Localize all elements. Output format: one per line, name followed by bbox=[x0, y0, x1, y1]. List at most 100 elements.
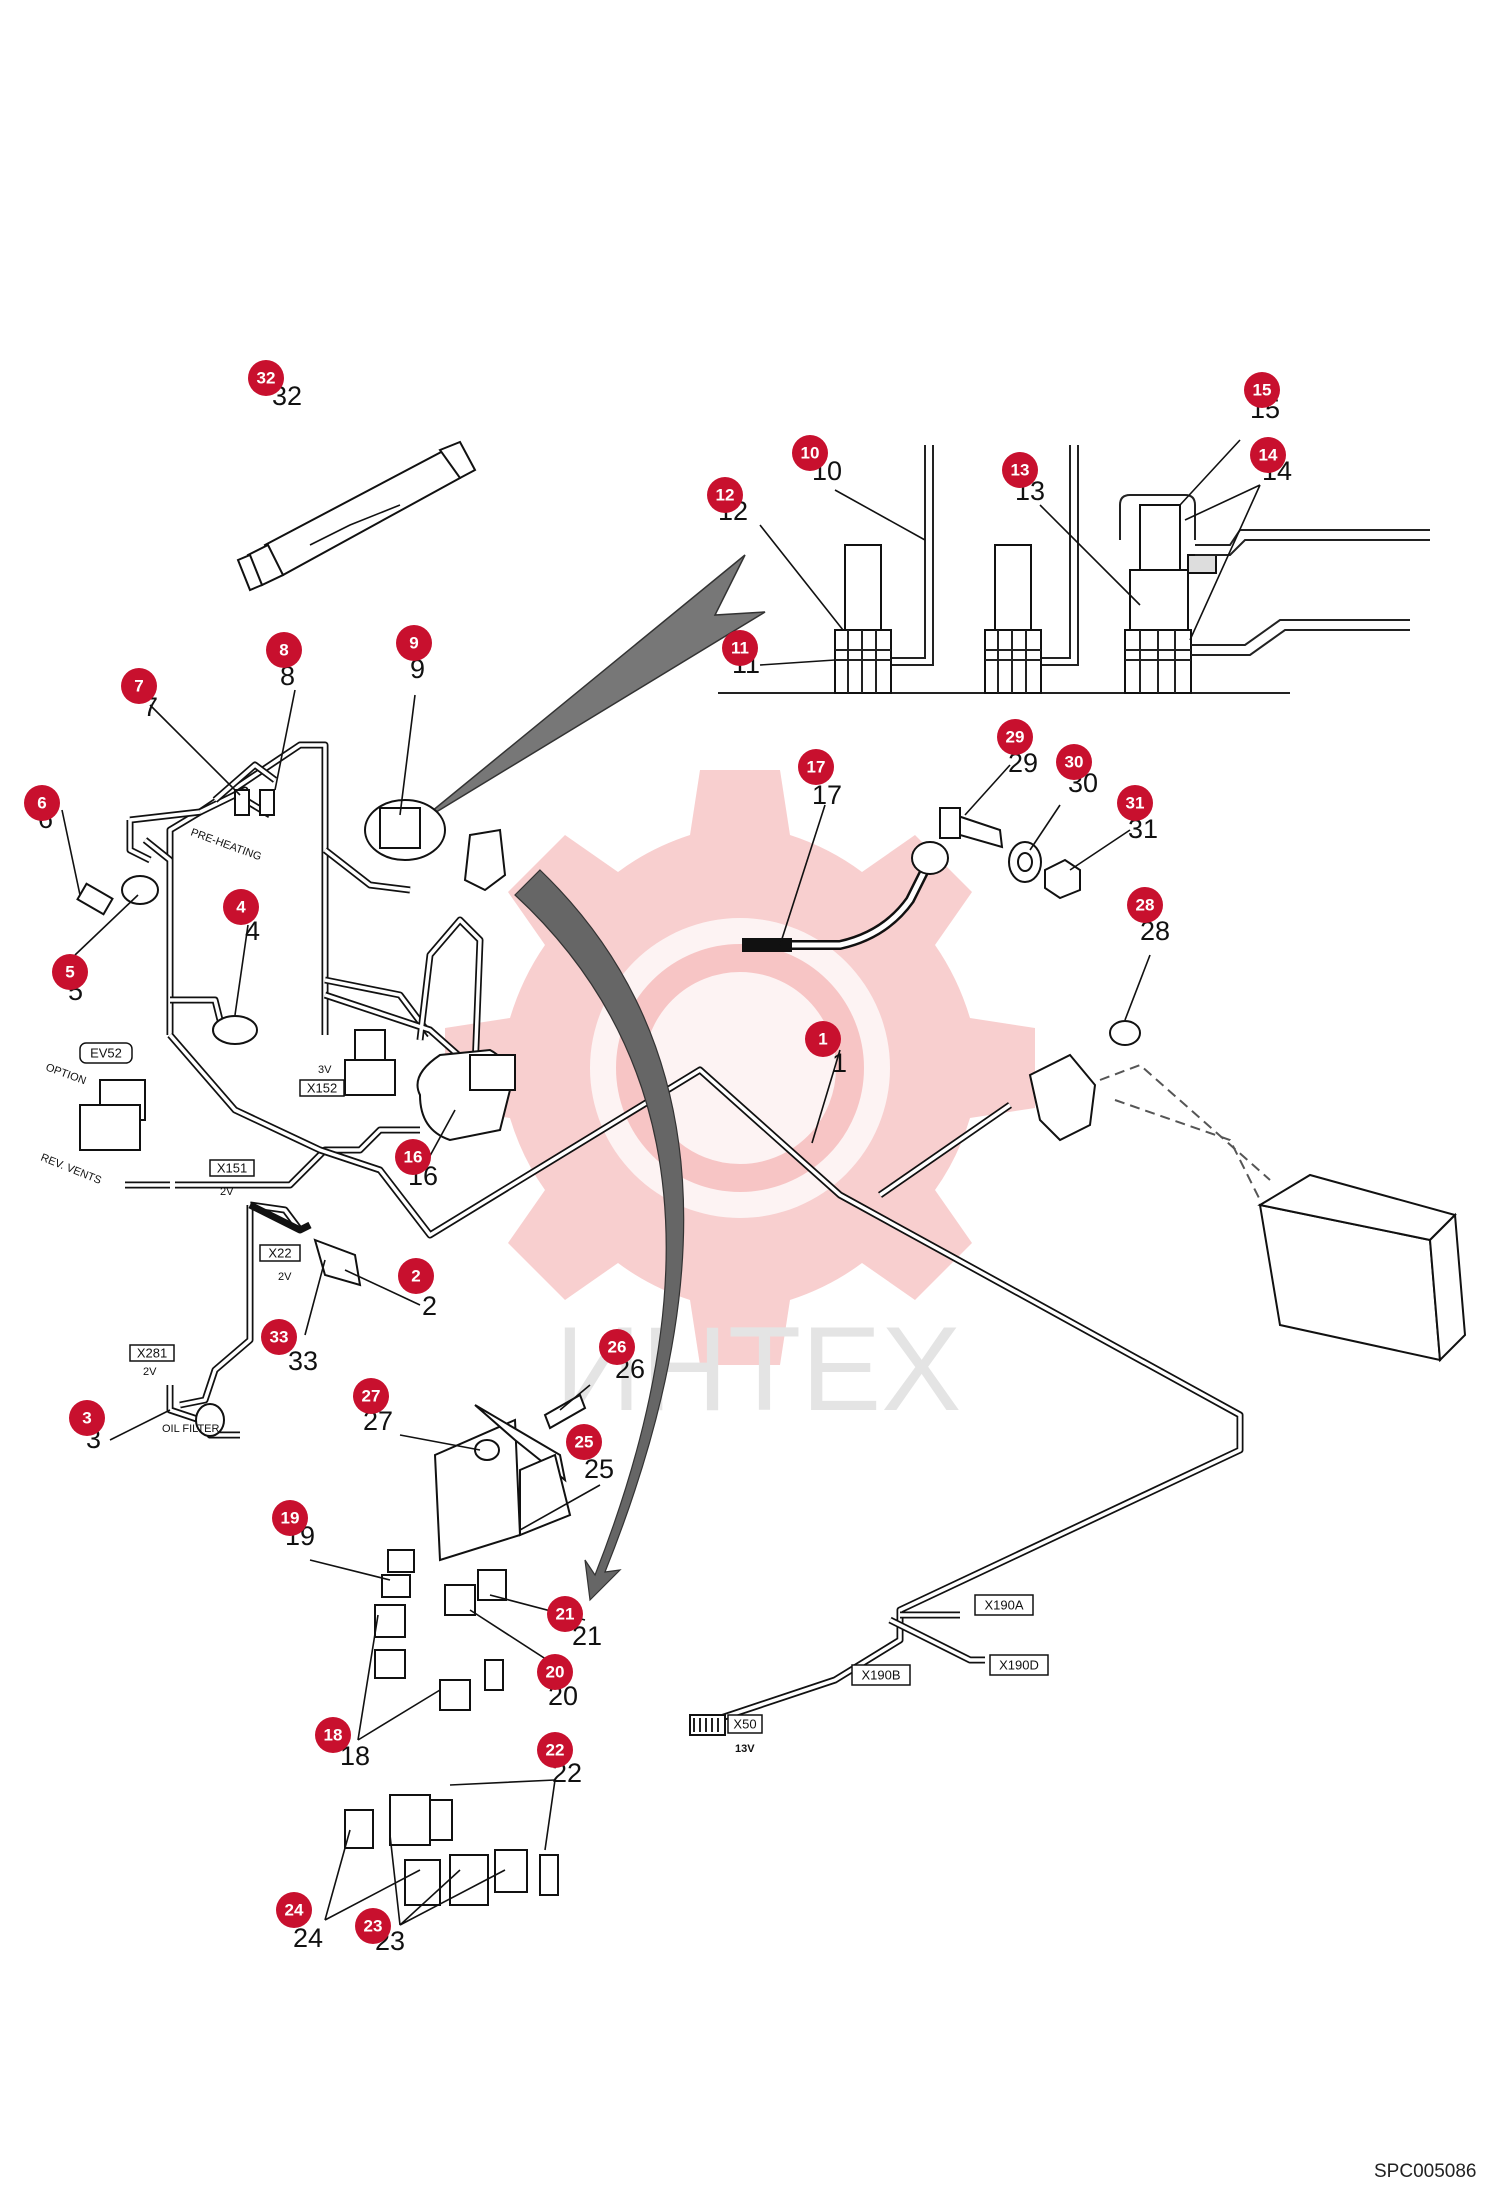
callout-badge-27[interactable]: 27 bbox=[353, 1378, 389, 1414]
svg-text:23: 23 bbox=[364, 1917, 383, 1936]
svg-text:24: 24 bbox=[285, 1901, 304, 1920]
label-2v-c: 2V bbox=[143, 1366, 157, 1378]
svg-text:9: 9 bbox=[409, 634, 418, 653]
callout-badge-22[interactable]: 22 bbox=[537, 1732, 573, 1768]
connector-x151: X151 bbox=[209, 1159, 255, 1177]
main-harness bbox=[125, 741, 1244, 1724]
callout-badge-20[interactable]: 20 bbox=[537, 1654, 573, 1690]
callout-badge-9[interactable]: 9 bbox=[396, 625, 432, 661]
callout-badge-21[interactable]: 21 bbox=[547, 1596, 583, 1632]
svg-text:17: 17 bbox=[807, 758, 826, 777]
connector-x190d: X190D bbox=[989, 1654, 1049, 1676]
callout-badge-32[interactable]: 32 bbox=[248, 360, 284, 396]
callout-badge-24[interactable]: 24 bbox=[276, 1892, 312, 1928]
svg-text:33: 33 bbox=[270, 1328, 289, 1347]
callout-badge-14[interactable]: 14 bbox=[1250, 437, 1286, 473]
svg-text:8: 8 bbox=[279, 641, 288, 660]
callout-badge-12[interactable]: 12 bbox=[707, 477, 743, 513]
callout-badge-25[interactable]: 25 bbox=[566, 1424, 602, 1460]
callout-badge-33[interactable]: 33 bbox=[261, 1319, 297, 1355]
callout-badge-30[interactable]: 30 bbox=[1056, 744, 1092, 780]
svg-text:12: 12 bbox=[716, 486, 735, 505]
svg-text:31: 31 bbox=[1126, 794, 1145, 813]
connector-x281: X281 bbox=[129, 1344, 175, 1362]
callout-badge-7[interactable]: 7 bbox=[121, 668, 157, 704]
part-number-8: 8 bbox=[280, 661, 295, 691]
svg-text:X152: X152 bbox=[307, 1081, 337, 1096]
leader-lines bbox=[61, 439, 1261, 1926]
callout-badge-29[interactable]: 29 bbox=[997, 719, 1033, 755]
callout-badge-18[interactable]: 18 bbox=[315, 1717, 351, 1753]
svg-text:32: 32 bbox=[257, 369, 276, 388]
grease-tube bbox=[236, 440, 477, 592]
connector-x152: X152 bbox=[299, 1079, 345, 1097]
svg-text:15: 15 bbox=[1253, 381, 1272, 400]
label-option: OPTION bbox=[44, 1062, 88, 1088]
part-number-2: 2 bbox=[422, 1291, 437, 1321]
svg-text:7: 7 bbox=[134, 677, 143, 696]
svg-text:27: 27 bbox=[362, 1387, 381, 1406]
svg-text:13: 13 bbox=[1011, 461, 1030, 480]
callout-badge-19[interactable]: 19 bbox=[272, 1500, 308, 1536]
watermark-text: ИНТЕХ bbox=[555, 1302, 961, 1436]
svg-text:11: 11 bbox=[731, 639, 749, 658]
label-13v: 13V bbox=[735, 1743, 755, 1755]
svg-text:22: 22 bbox=[546, 1741, 565, 1760]
callout-badge-1[interactable]: 1 bbox=[805, 1021, 841, 1057]
callout-badge-4[interactable]: 4 bbox=[223, 889, 259, 925]
routing-arrow bbox=[514, 869, 685, 1602]
callout-badge-5[interactable]: 5 bbox=[52, 954, 88, 990]
svg-text:3: 3 bbox=[82, 1409, 91, 1428]
svg-text:EV52: EV52 bbox=[90, 1046, 122, 1061]
label-2v-a: 2V bbox=[220, 1186, 234, 1198]
svg-text:29: 29 bbox=[1006, 728, 1025, 747]
connector-x190a: X190A bbox=[974, 1594, 1034, 1616]
svg-text:X281: X281 bbox=[137, 1346, 167, 1361]
reference-code: SPC005086 bbox=[1374, 2161, 1476, 2182]
part-number-9: 9 bbox=[410, 654, 425, 684]
part-number-1: 1 bbox=[832, 1048, 847, 1078]
callout-badge-3[interactable]: 3 bbox=[69, 1400, 105, 1436]
label-2v-b: 2V bbox=[278, 1271, 292, 1283]
svg-text:6: 6 bbox=[37, 794, 46, 813]
svg-text:4: 4 bbox=[236, 898, 246, 917]
label-rev-vents: REV. VENTS bbox=[39, 1152, 103, 1187]
svg-text:20: 20 bbox=[546, 1663, 565, 1682]
connector-ev52: EV52 bbox=[79, 1042, 133, 1064]
part-number-4: 4 bbox=[245, 916, 260, 946]
callout-badge-16[interactable]: 16 bbox=[395, 1139, 431, 1175]
svg-text:10: 10 bbox=[801, 444, 820, 463]
callout-badge-15[interactable]: 15 bbox=[1244, 372, 1280, 408]
callout-badge-28[interactable]: 28 bbox=[1127, 887, 1163, 923]
svg-text:26: 26 bbox=[608, 1338, 627, 1357]
svg-text:X190A: X190A bbox=[984, 1598, 1023, 1613]
callout-badge-26[interactable]: 26 bbox=[599, 1329, 635, 1365]
svg-text:28: 28 bbox=[1136, 896, 1155, 915]
svg-text:14: 14 bbox=[1259, 446, 1278, 465]
callout-badge-2[interactable]: 2 bbox=[398, 1258, 434, 1294]
callout-badge-10[interactable]: 10 bbox=[792, 435, 828, 471]
svg-text:16: 16 bbox=[404, 1148, 423, 1167]
callout-badge-6[interactable]: 6 bbox=[24, 785, 60, 821]
callout-badge-23[interactable]: 23 bbox=[355, 1908, 391, 1944]
svg-text:21: 21 bbox=[556, 1605, 575, 1624]
svg-text:2: 2 bbox=[411, 1267, 420, 1286]
label-oil-filter: OIL FILTER bbox=[162, 1423, 220, 1435]
svg-text:X22: X22 bbox=[268, 1246, 291, 1261]
part-number-17: 17 bbox=[812, 780, 842, 810]
callout-badge-11[interactable]: 11 bbox=[722, 630, 758, 666]
callout-badge-8[interactable]: 8 bbox=[266, 632, 302, 668]
svg-text:X190B: X190B bbox=[861, 1668, 900, 1683]
battery-terminal-detail bbox=[414, 445, 1430, 826]
svg-text:5: 5 bbox=[65, 963, 74, 982]
callout-badge-13[interactable]: 13 bbox=[1002, 452, 1038, 488]
part-number-24: 24 bbox=[293, 1923, 323, 1953]
label-pre-heating: PRE-HEATING bbox=[189, 827, 263, 864]
callout-badge-31[interactable]: 31 bbox=[1117, 785, 1153, 821]
svg-text:19: 19 bbox=[281, 1509, 300, 1528]
svg-text:18: 18 bbox=[324, 1726, 343, 1745]
connector-x22: X22 bbox=[259, 1244, 301, 1262]
callout-badge-17[interactable]: 17 bbox=[798, 749, 834, 785]
